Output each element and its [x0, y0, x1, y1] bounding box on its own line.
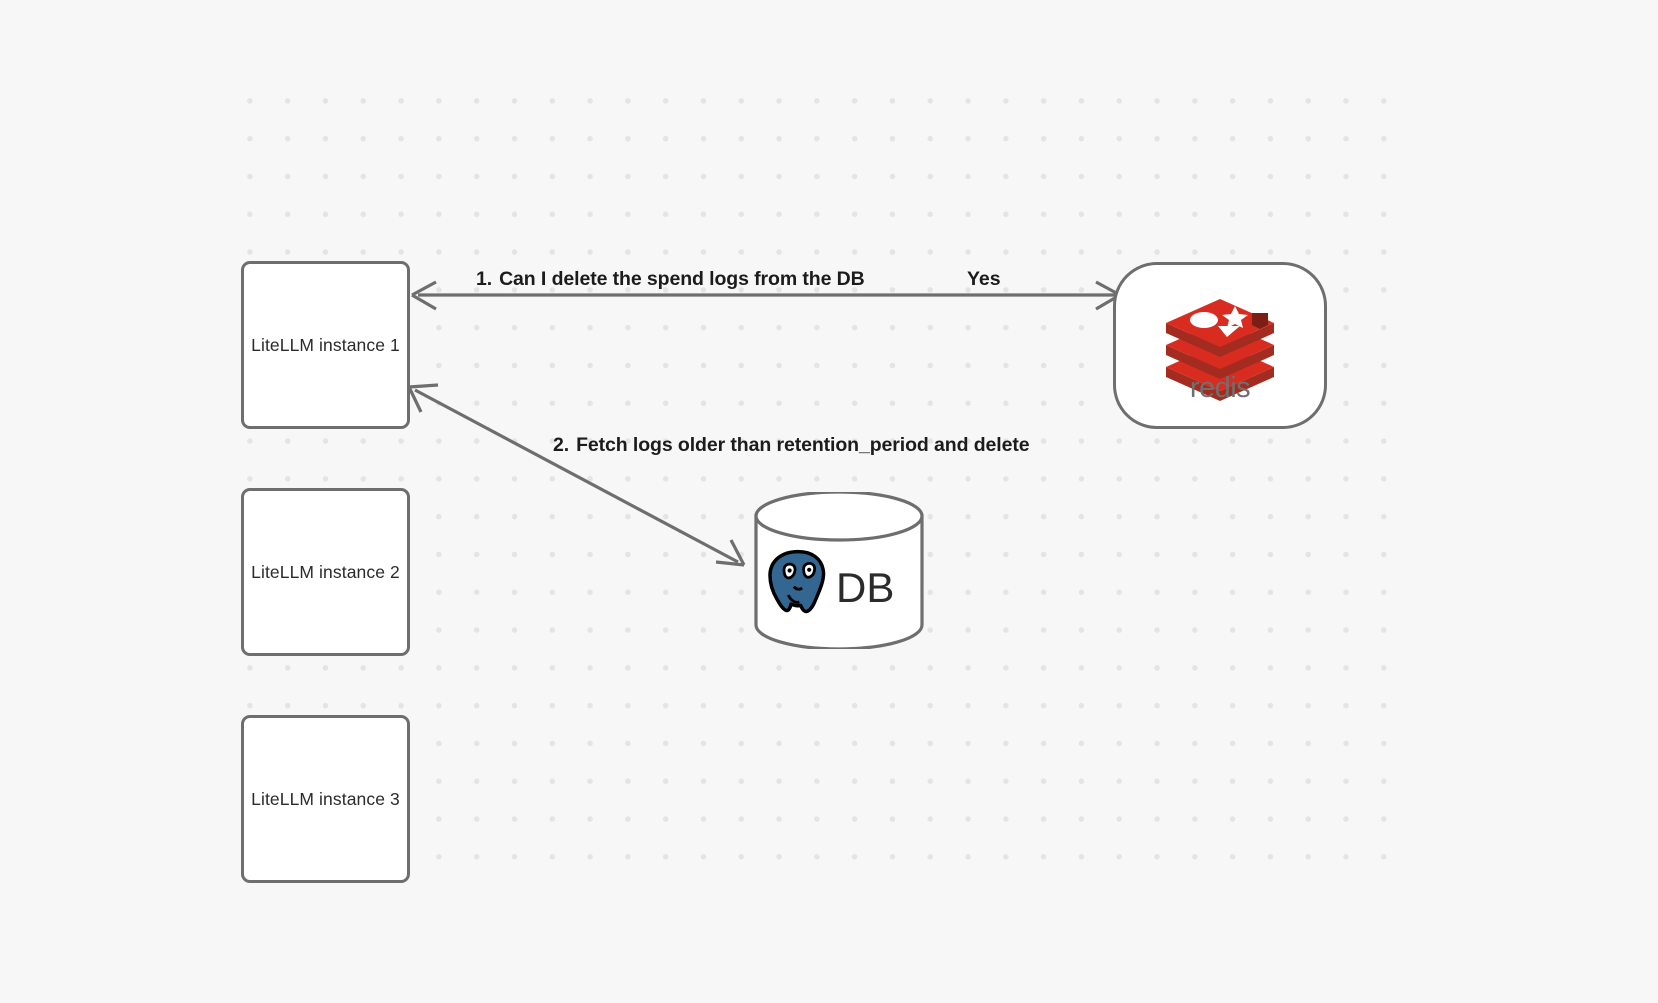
db-cylinder-shape: [754, 490, 924, 651]
edge-label-1-text: Can I delete the spend logs from the DB: [499, 268, 865, 290]
edge-label-1: 1. Can I delete the spend logs from the D…: [476, 268, 865, 291]
node-label: LiteLLM instance 3: [251, 788, 400, 809]
node-label: LiteLLM instance 2: [251, 561, 400, 582]
node-litellm-instance-3[interactable]: LiteLLM instance 3: [241, 715, 410, 883]
node-litellm-instance-1[interactable]: LiteLLM instance 1: [241, 261, 410, 429]
node-redis[interactable]: redis: [1113, 262, 1327, 429]
node-litellm-instance-2[interactable]: LiteLLM instance 2: [241, 488, 410, 656]
redis-logo-icon: [1166, 299, 1274, 401]
db-node-label: DB: [836, 564, 895, 611]
redis-wordmark: redis: [1190, 372, 1251, 404]
postgresql-elephant-icon: [768, 549, 826, 614]
svg-text:redis: redis: [1190, 372, 1250, 404]
node-postgres-db[interactable]: DB: [753, 490, 925, 651]
node-label: LiteLLM instance 1: [251, 334, 400, 355]
edge-label-1-reply: Yes: [967, 268, 1001, 290]
edge-label-1-number: 1.: [476, 268, 493, 290]
edge-label-2: 2. Fetch logs older than retention_period…: [553, 434, 1030, 457]
edge-label-2-number: 2.: [553, 434, 570, 456]
connector-litellm1-db: [407, 383, 746, 567]
edge-label-2-text: Fetch logs older than retention_period a…: [576, 434, 1030, 456]
